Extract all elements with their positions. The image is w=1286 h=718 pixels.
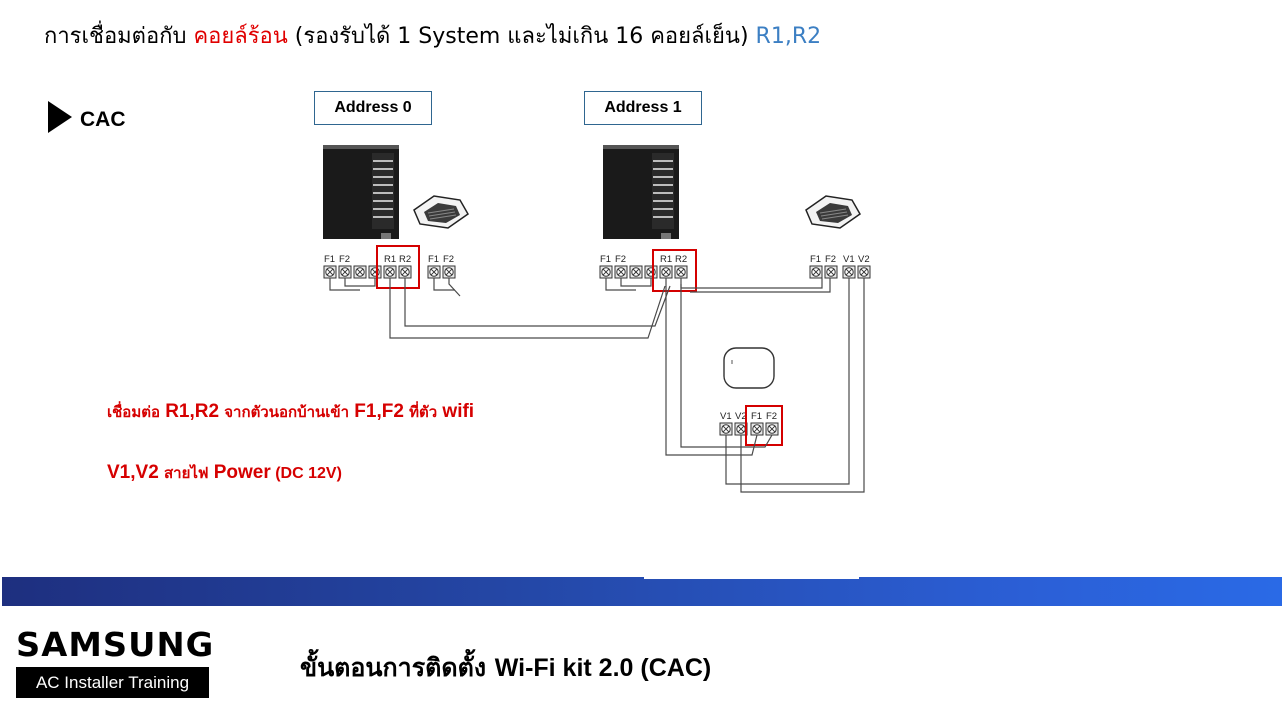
footer-title-thai: ขั้นตอนการติดตั้ง (300, 653, 495, 682)
footer-band (2, 577, 1282, 606)
play-triangle-icon (48, 101, 72, 133)
cassette-unit-1-icon (805, 195, 861, 229)
terminal-label: F1 (428, 254, 439, 265)
terminal-label: F2 (615, 254, 626, 265)
note-text: เชื่อมต่อ (107, 403, 166, 421)
highlight-f1f2-wifi (745, 405, 783, 446)
footer-title: ขั้นตอนการติดตั้ง Wi-Fi kit 2.0 (CAC) (300, 648, 711, 688)
title-highlight: คอยล์ร้อน (193, 24, 288, 49)
terminal-label: F1 (810, 254, 821, 265)
footer-title-latin: Wi-Fi kit 2.0 (CAC) (494, 654, 712, 682)
footer-band-notch (644, 575, 859, 579)
wifi-module-icon (723, 347, 775, 389)
highlight-r1r2-odu1 (652, 249, 697, 292)
note-text: สายไฟ (158, 464, 214, 482)
address-1-label: Address 1 (584, 91, 702, 125)
note-power: V1,V2 สายไฟ Power (DC 12V) (107, 461, 342, 485)
wiring-diagram: F1 F2 R1 R2 F1 F2 F1 F2 R1 R2 F1 F2 V1 V… (322, 144, 871, 493)
terminal-label: F2 (825, 254, 836, 265)
address-0-label: Address 0 (314, 91, 432, 125)
terminal-block-idu (809, 265, 871, 279)
note-text: F1,F2 (354, 401, 404, 422)
brand-subtitle: AC Installer Training (16, 667, 209, 698)
terminal-block-wifi (719, 422, 779, 436)
terminal-label: F2 (443, 254, 454, 265)
outdoor-unit-0-icon (322, 144, 400, 240)
outdoor-unit-1-icon (602, 144, 680, 240)
terminal-label: R2 (675, 254, 687, 265)
terminal-label: V1 (843, 254, 855, 265)
brand-wordmark: SAMSUNG (16, 625, 215, 664)
section-label: CAC (80, 108, 126, 131)
note-text: R1,R2 (165, 401, 220, 422)
note-text: (DC 12V) (270, 465, 342, 482)
title-part2: (รองรับได้ 1 System และไม่เกิน 16 คอยล์เ… (287, 24, 756, 49)
terminal-label: R2 (399, 254, 411, 265)
note-connection: เชื่อมต่อ R1,R2 จากตัวนอกบ้านเข้า F1,F2 … (107, 400, 474, 424)
title-part1: การเชื่อมต่อกับ (44, 24, 194, 49)
slide-title: การเชื่อมต่อกับ คอยล์ร้อน (รองรับได้ 1 S… (44, 18, 821, 53)
terminal-label: V1 (720, 411, 732, 422)
title-terminals: R1,R2 (755, 24, 822, 49)
terminal-label: F1 (600, 254, 611, 265)
terminal-label: R1 (384, 254, 396, 265)
terminal-label: R1 (660, 254, 672, 265)
samsung-logo: SAMSUNG AC Installer Training (16, 626, 213, 698)
terminal-label: F2 (766, 411, 777, 422)
terminal-label: F1 (324, 254, 335, 265)
terminal-label: F1 (751, 411, 762, 422)
note-text: wifi (442, 401, 475, 422)
cassette-unit-0-icon (413, 195, 469, 229)
terminal-label: V2 (858, 254, 870, 265)
terminal-block-odu0 (323, 265, 456, 279)
wiring-cables (329, 278, 865, 493)
note-text: V1,V2 (107, 462, 159, 483)
note-text: Power (213, 462, 271, 483)
terminal-block-odu1 (599, 265, 688, 279)
terminal-label: V2 (735, 411, 747, 422)
highlight-r1r2-odu0 (376, 245, 420, 289)
terminal-label: F2 (339, 254, 350, 265)
note-text: ที่ตัว (403, 403, 443, 421)
note-text: จากตัวนอกบ้านเข้า (219, 403, 355, 421)
